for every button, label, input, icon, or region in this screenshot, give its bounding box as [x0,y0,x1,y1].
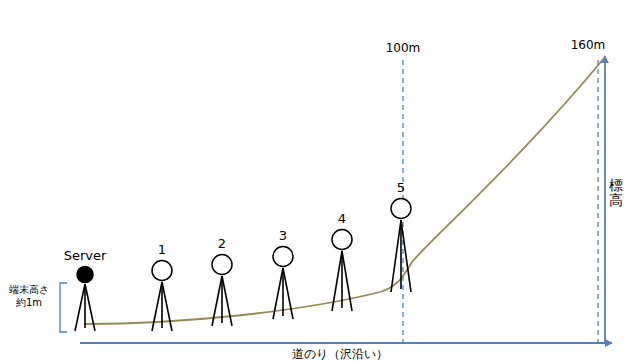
elevation-axis [604,56,606,343]
callout-number: 1 [137,241,187,259]
tripod-leg [282,268,284,316]
relay-terminal: 3 [258,227,308,268]
tripod-leg [85,284,95,331]
tripod-leg [401,220,411,292]
terminal-circle-svg [137,259,187,282]
height-note: 端末高さ 約1m [6,283,52,309]
axis-title: 道のり（沢沿い） [292,346,388,363]
terminal-circle [77,266,93,282]
callout-number: 5 [376,179,426,197]
tripod-leg [152,282,162,331]
terminal-circle-svg [317,228,367,251]
distance-marker [597,60,598,343]
terminal-circle-svg [60,265,110,284]
relay-terminal: 1 [137,241,187,282]
server-label: Server [60,247,110,265]
server-terminal: Server [60,247,110,284]
terminal-circle [273,246,293,266]
height-bracket [60,283,67,332]
terminal-circle-svg [197,253,247,276]
tripods [75,220,411,331]
callout-number: 2 [197,235,247,253]
terminal-circle-svg [376,197,426,220]
tripod-leg [283,268,293,319]
distance-axis [80,342,612,344]
tripod-leg [332,251,342,311]
terminal-circle-svg [258,245,308,268]
distance-value: 160m [571,38,606,52]
relay-terminal: 4 [317,210,367,251]
tripod-leg [400,220,402,289]
tripod-leg [341,251,343,308]
tripod-leg [273,268,283,319]
relay-terminal: 2 [197,235,247,276]
tripod-leg [212,276,222,326]
callout-number: 3 [258,227,308,245]
tripod-leg [162,282,172,331]
tripod-leg [84,284,86,328]
callout-number: 4 [317,210,367,228]
tripod-leg [161,282,163,328]
axis-title: 標高 [609,178,623,209]
terminal-circle [212,254,232,274]
tripod-leg [391,220,401,292]
terminal-circle [332,229,352,249]
terminal-circle [152,260,172,280]
tripod-leg [75,284,85,331]
distance-value: 100m [386,41,421,55]
tripod-leg [221,276,223,323]
tripod-leg [222,276,232,326]
terminal-circle [391,198,411,218]
tripod-leg [342,251,352,311]
relay-terminal: 5 [376,179,426,220]
